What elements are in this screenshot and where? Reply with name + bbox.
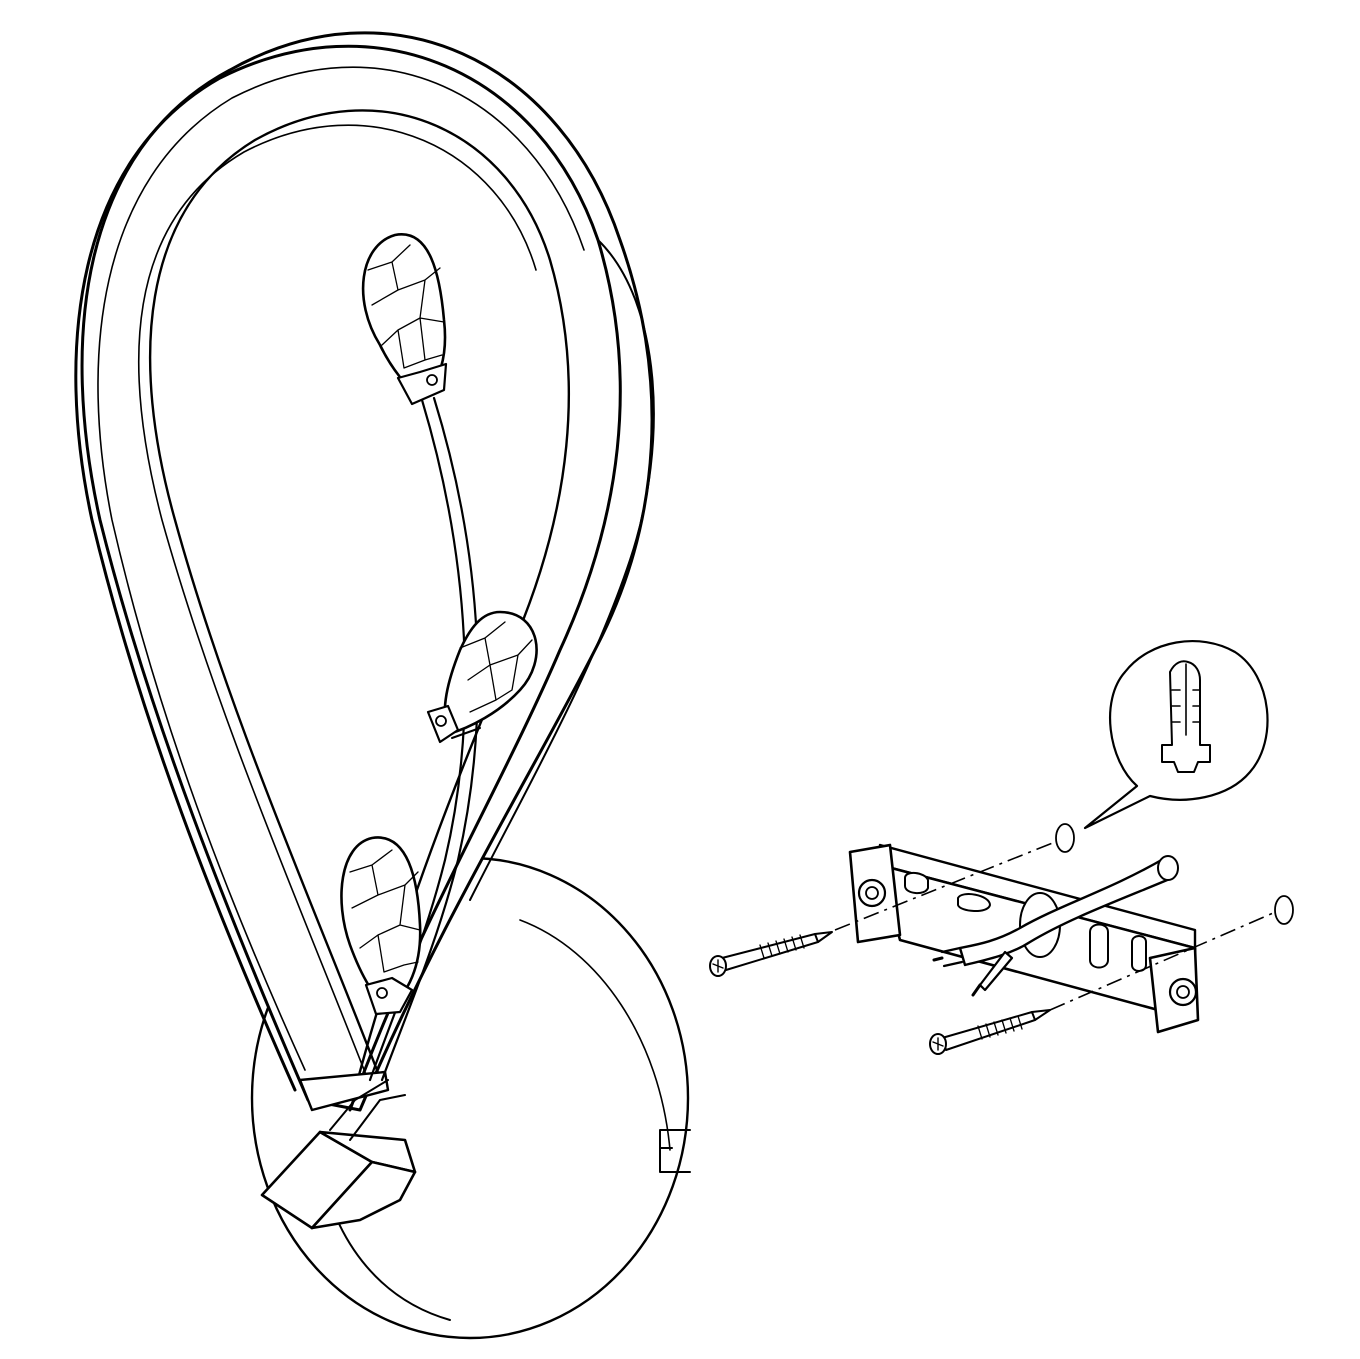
- crystal-shade-middle: [426, 610, 538, 744]
- wall-plug-detail-callout: [1083, 640, 1269, 830]
- alignment-lines: [834, 839, 1281, 1011]
- connector-block: [260, 1079, 417, 1230]
- teardrop-frame: [74, 31, 655, 1112]
- wall-plug-icon: [1161, 660, 1211, 773]
- wall-plug-holes: [1055, 823, 1294, 925]
- screw-upper: [709, 931, 833, 977]
- crystal-shade-top: [361, 233, 448, 406]
- crystal-shade-bottom: [340, 836, 422, 1016]
- supply-cable: [932, 855, 1179, 997]
- screw-lower: [929, 1009, 1051, 1055]
